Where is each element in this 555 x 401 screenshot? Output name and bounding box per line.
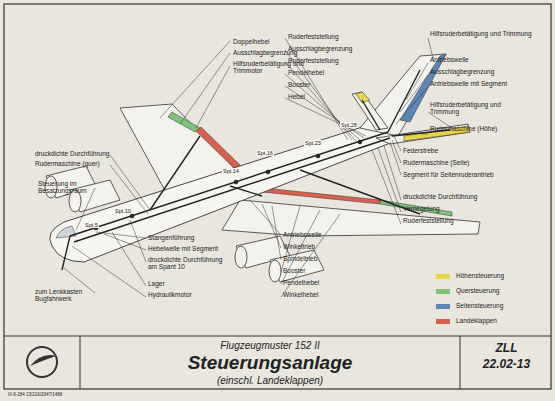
legend-swatch bbox=[436, 304, 450, 309]
part-label: Booster bbox=[288, 81, 378, 88]
part-label: Hebelwelle mit Segment bbox=[148, 245, 238, 252]
part-label: Pendelhebel bbox=[283, 279, 363, 286]
legend-text: Höhensteuerung bbox=[456, 272, 504, 279]
part-label: Stangenführung bbox=[148, 234, 238, 241]
part-label: Steuerung im Besatzungsraum bbox=[38, 180, 98, 195]
title-block-text: III-9-284 13/216/2047/1488 bbox=[8, 392, 208, 397]
frame-station: Spt.10 bbox=[114, 208, 132, 214]
legend-swatch bbox=[436, 319, 450, 324]
part-label: Rudermaschine (quer) bbox=[35, 160, 115, 167]
frame-station: Spt.23 bbox=[304, 140, 322, 146]
part-label: Hilfsruderbetätigung und Trimmung bbox=[430, 30, 540, 37]
part-label: Ausschlagbegrenzung bbox=[288, 45, 378, 52]
part-label: Antriebswelle bbox=[283, 231, 363, 238]
part-label: Ruderfeststellung bbox=[288, 57, 378, 64]
part-label: Ruderfeststellung bbox=[288, 33, 378, 40]
frame-station: Spt.16 bbox=[256, 150, 274, 156]
drawing-title: Steuerungsanlage bbox=[80, 352, 460, 373]
part-label: zum Lenkkasten Bugfahrwerk bbox=[35, 288, 115, 303]
part-label: Hilfsruderbetätigung und Trimmung bbox=[430, 101, 525, 116]
part-label: Winkeltrieb bbox=[283, 243, 363, 250]
legend-text: Landeklappen bbox=[456, 317, 497, 324]
legend-text: Seitensteuerung bbox=[456, 302, 503, 309]
part-label: Pendelhebel bbox=[288, 69, 378, 76]
part-label: Antriebswelle bbox=[430, 56, 540, 63]
legend-text: Quersteuerung bbox=[456, 287, 499, 294]
title-block-text: ZLL bbox=[462, 342, 551, 355]
title-block-text: Flugzeugmuster 152 II bbox=[80, 340, 460, 351]
title-block-text: 22.02-13 bbox=[462, 358, 551, 371]
legend-swatch bbox=[436, 289, 450, 294]
legend-swatch bbox=[436, 274, 450, 279]
part-label: Rudermaschine (Höhe) bbox=[430, 125, 540, 132]
part-label: Federstrebe bbox=[403, 147, 523, 154]
part-label: Hydraulikmotor bbox=[148, 291, 238, 298]
part-label: Verriegelung bbox=[403, 205, 523, 212]
part-label: druckdichte Durchführung bbox=[403, 193, 523, 200]
part-label: druckdichte Durchführung bbox=[35, 150, 115, 157]
part-label: Ausschlagbegrenzung bbox=[430, 68, 540, 75]
title-block-text: (einschl. Landeklappen) bbox=[80, 375, 460, 386]
part-label: Ruderfeststellung bbox=[403, 217, 523, 224]
part-label: Hebel bbox=[288, 93, 378, 100]
part-label: Winkelhebel bbox=[283, 291, 363, 298]
part-label: Rudermaschine (Seite) bbox=[403, 159, 523, 166]
part-label: Spindeltrieb bbox=[283, 255, 363, 262]
part-label: Booster bbox=[283, 267, 363, 274]
part-label: druckdichte Durchführung am Spant 10 bbox=[148, 256, 228, 271]
frame-station: Spt.14 bbox=[222, 168, 240, 174]
frame-station: Spt.28 bbox=[340, 122, 358, 128]
part-label: Antriebswelle mit Segment bbox=[430, 80, 512, 87]
part-label: Segment für Seitenruderantrieb bbox=[403, 171, 498, 178]
frame-station: Spt.5 bbox=[84, 222, 99, 228]
part-label: Lager bbox=[148, 280, 238, 287]
